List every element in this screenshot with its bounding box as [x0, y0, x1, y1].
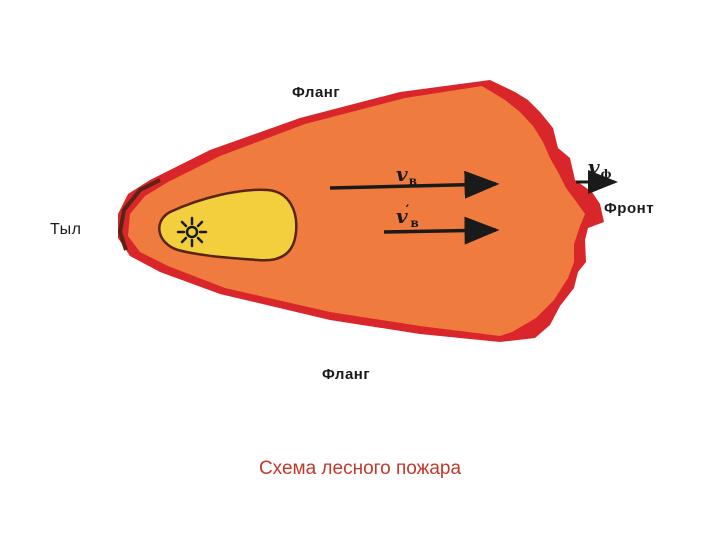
front-speed-subscript: ф: [600, 167, 612, 181]
wind-prime-symbol: v: [396, 204, 408, 228]
rear-outline: [117, 178, 161, 251]
diagram-caption: Схема лесного пожара: [258, 458, 462, 479]
wind-speed-symbol: v: [396, 162, 408, 186]
front-speed-symbol: v: [588, 155, 600, 179]
fire-origin-icon: [176, 216, 208, 248]
origin-zone: [158, 188, 298, 262]
wind-speed-subscript: в: [408, 174, 417, 188]
wind-prime-mark: ′: [405, 203, 410, 219]
flank-top-label: Фланг: [292, 84, 341, 101]
wind-speed-label: vв: [396, 162, 417, 188]
front-speed-label: vф: [588, 155, 611, 181]
wind-prime-speed-label: v′в: [396, 203, 419, 230]
flank-bottom-label: Фланг: [322, 366, 371, 383]
wind-prime-arrow: [383, 216, 500, 245]
burn-zone: [128, 86, 585, 336]
rear-label: Тыл: [50, 221, 82, 238]
front-label: Фронт: [604, 200, 655, 217]
wind-prime-subscript: в: [410, 216, 419, 230]
wind-arrow: [329, 170, 500, 199]
